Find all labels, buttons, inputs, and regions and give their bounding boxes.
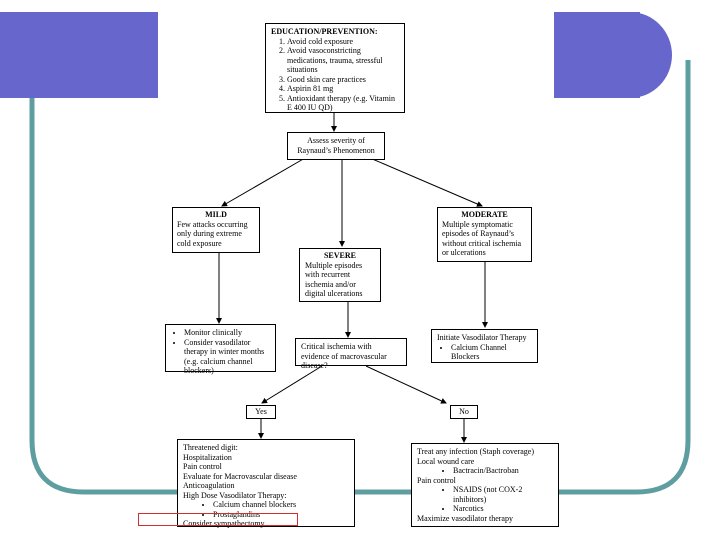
assess-severity-box: Assess severity of Raynaud’s Phenomenon: [287, 132, 385, 160]
moderate-box: MODERATE Multiple symptomatic episodes o…: [437, 207, 532, 262]
critical-text: Critical ischemia with evidence of macro…: [301, 342, 387, 370]
mild-action-item: Consider vasodilator therapy in winter m…: [184, 338, 273, 376]
arrow-critical-to-no: [365, 365, 447, 404]
education-item: Avoid cold exposure: [287, 37, 399, 47]
yes-line: Anticoagulation: [183, 481, 235, 490]
slide-teal-frame: [29, 60, 691, 495]
yes-line: Threatened digit:: [183, 443, 238, 452]
vasodilator-sub-item: Prostaglandins: [213, 510, 349, 520]
moderate-action-box: Initiate Vasodilator Therapy Calcium Cha…: [431, 329, 538, 363]
slide-blue-band-cap: [588, 12, 672, 98]
no-treatment-box: Treat any infection (Staph coverage) Loc…: [411, 443, 559, 527]
moderate-title: MODERATE: [461, 210, 508, 219]
pain-control-line: Pain control: [417, 475, 456, 485]
education-item: Antioxidant therapy (e.g. Vitamin E 400 …: [287, 94, 399, 113]
severe-text: Multiple episodes with recurrent ischemi…: [305, 260, 363, 299]
pain-control-list: NSAIDS (not COX-2 inhibitors) Narcotics: [417, 485, 553, 514]
arrow-critical-to-yes: [261, 365, 323, 404]
moderate-action-list: Calcium Channel Blockers: [437, 343, 532, 362]
vasodilator-sub-item: Calcium channel blockers: [213, 500, 349, 510]
mild-action-box: Monitor clinically Consider vasodilator …: [165, 324, 276, 375]
yes-treatment-box: Threatened digit: Hospitalization Pain c…: [177, 439, 355, 528]
moderate-action-line: Initiate Vasodilator Therapy: [437, 333, 527, 342]
critical-ischemia-box: Critical ischemia with evidence of macro…: [295, 338, 407, 370]
arrow-assess-to-mild: [221, 157, 306, 207]
no-last-line: Maximize vasodilator therapy: [417, 513, 513, 523]
education-item: Aspirin 81 mg: [287, 84, 399, 94]
education-list: Avoid cold exposure Avoid vasoconstricti…: [271, 37, 399, 113]
moderate-action-item: Calcium Channel Blockers: [451, 343, 532, 362]
wound-care-list: Bactracin/Bactroban: [417, 466, 553, 476]
no-line: Local wound care: [417, 456, 475, 466]
vasodilator-sub-list: Calcium channel blockers Prostaglandins: [183, 500, 349, 519]
no-line: Treat any infection (Staph coverage): [417, 447, 534, 456]
education-item: Avoid vasoconstricting medications, trau…: [287, 46, 399, 75]
mild-action-item: Monitor clinically: [184, 328, 273, 338]
mild-title: MILD: [205, 210, 227, 219]
education-prevention-box: EDUCATION/PREVENTION: Avoid cold exposur…: [265, 23, 405, 113]
no-label: No: [450, 405, 478, 419]
education-item: Good skin care practices: [287, 75, 399, 85]
yes-line: High Dose Vasodilator Therapy:: [183, 490, 287, 500]
yes-line: Evaluate for Macrovascular disease: [183, 471, 297, 481]
pain-control-item: Narcotics: [453, 504, 553, 514]
education-title: EDUCATION/PREVENTION:: [271, 27, 378, 36]
assess-text: Assess severity of Raynaud’s Phenomenon: [297, 136, 375, 155]
pain-control-item: NSAIDS (not COX-2 inhibitors): [453, 485, 553, 504]
mild-box: MILD Few attacks occurring only during e…: [172, 207, 260, 253]
yes-label: Yes: [246, 405, 276, 419]
mild-text: Few attacks occurring only during extrem…: [177, 219, 248, 248]
yes-line: Pain control: [183, 462, 222, 471]
mild-action-list: Monitor clinically Consider vasodilator …: [168, 328, 273, 376]
yes-line: Hospitalization: [183, 452, 232, 462]
wound-care-item: Bactracin/Bactroban: [453, 466, 553, 476]
yes-last-line: Consider sympathectomy: [183, 519, 265, 528]
sympathectomy-highlight: [138, 513, 298, 526]
severe-title: SEVERE: [323, 251, 356, 260]
arrow-assess-to-moderate: [369, 157, 483, 207]
severe-box: SEVERE Multiple episodes with recurrent …: [299, 248, 381, 302]
moderate-text: Multiple symptomatic episodes of Raynaud…: [442, 219, 522, 258]
